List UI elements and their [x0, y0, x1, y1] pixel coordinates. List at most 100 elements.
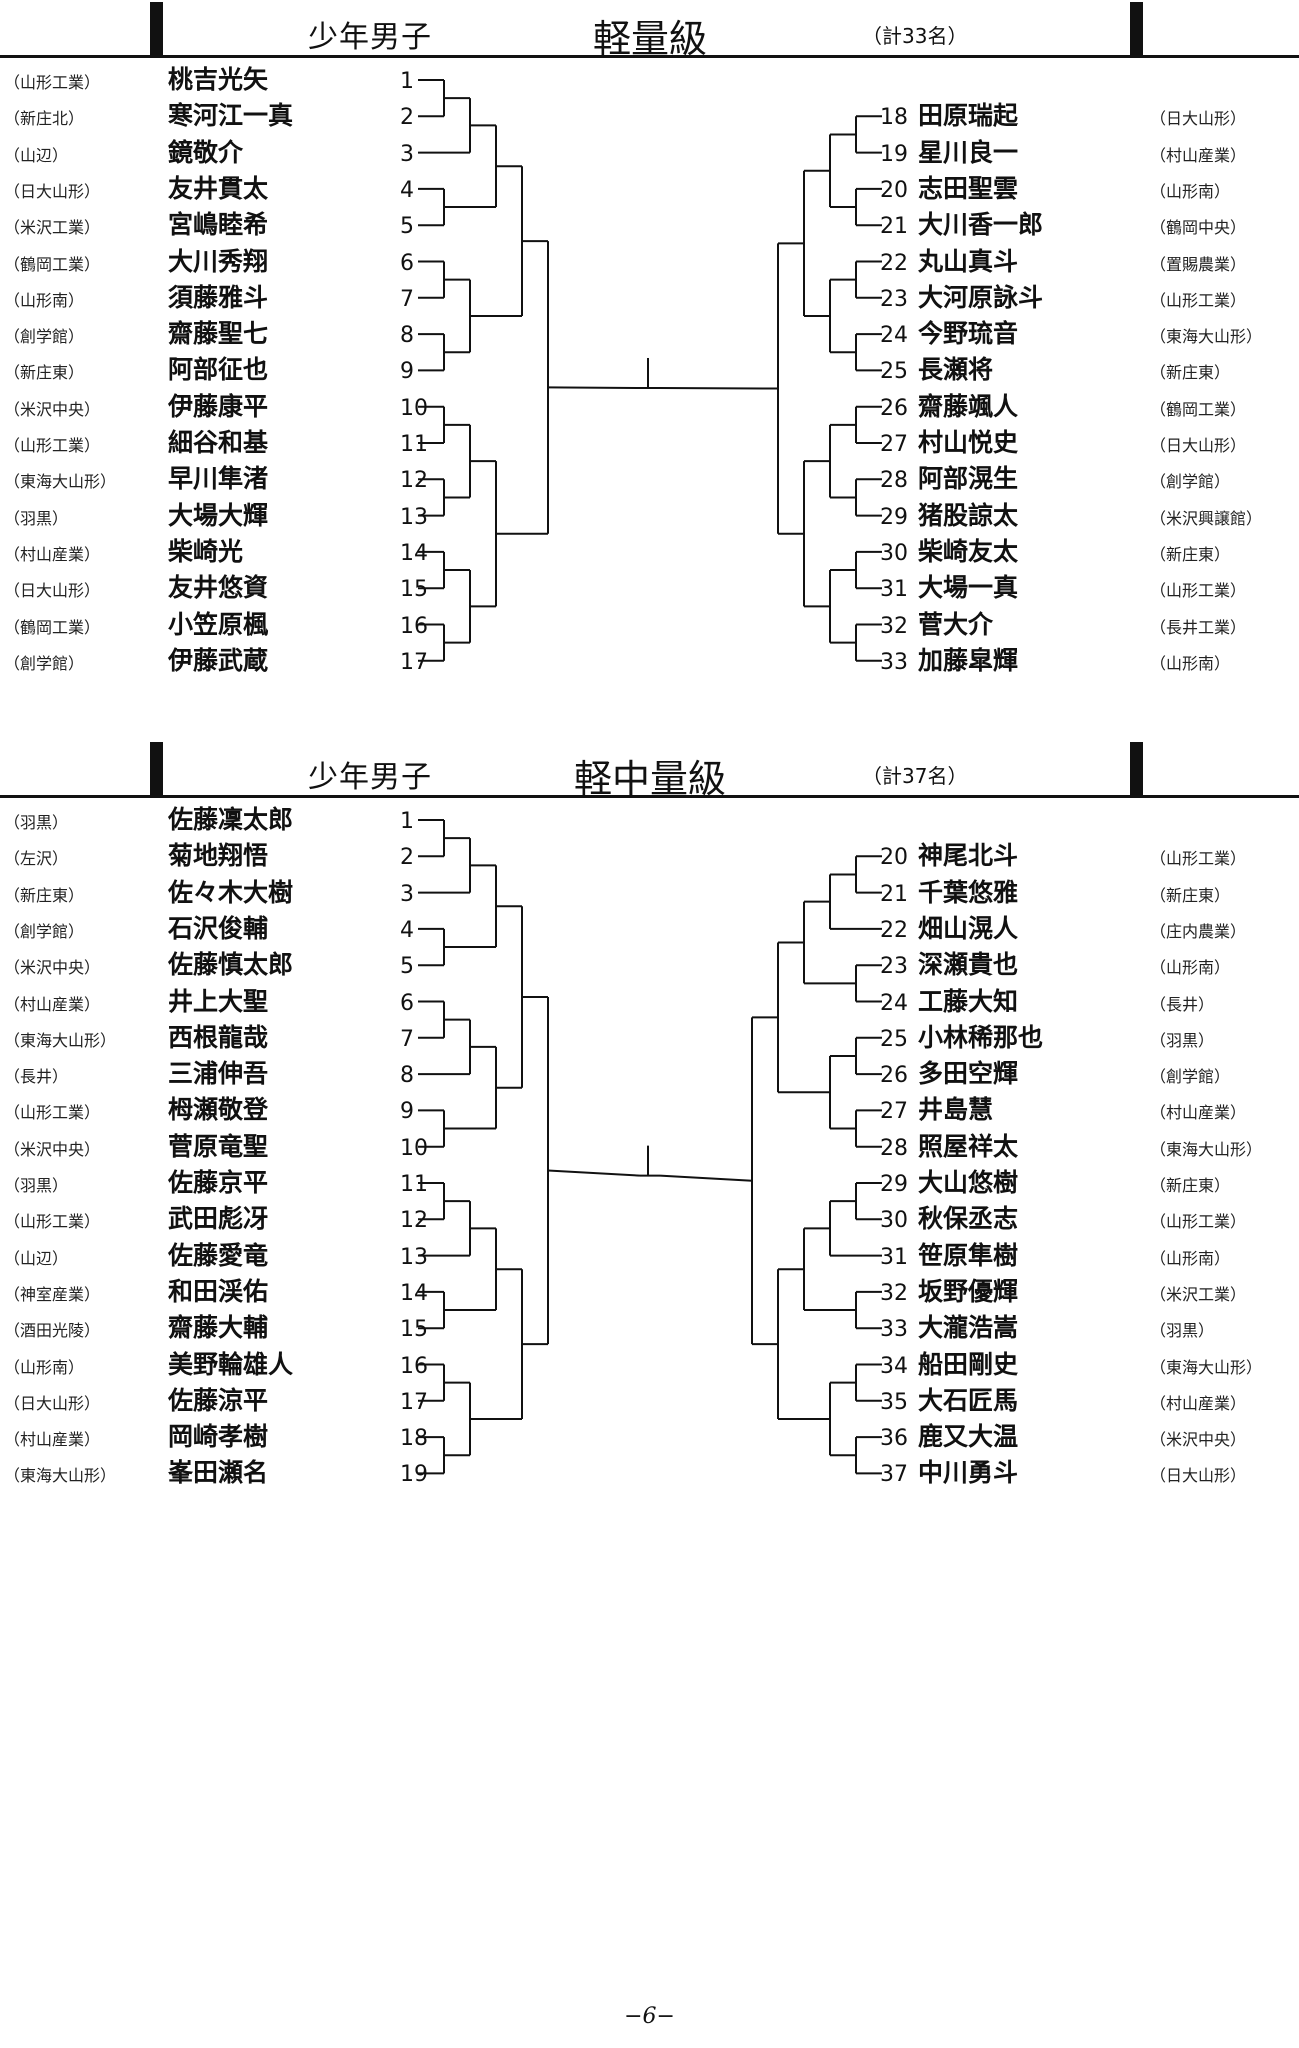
school-name: （羽黒） — [4, 813, 69, 832]
seed-number: 9 — [400, 359, 414, 385]
seed-number: 6 — [400, 990, 414, 1016]
athlete-name: 三浦伸吾 — [168, 1059, 269, 1089]
seed-number: 19 — [400, 1462, 428, 1488]
seed-number: 2 — [400, 845, 414, 871]
school-name: （東海大山形） — [1150, 1139, 1263, 1159]
seed-number: 32 — [880, 613, 908, 639]
athlete-name: 今野琉音 — [918, 319, 1019, 349]
athlete-name: 早川隼渚 — [168, 464, 269, 494]
bracket-line — [547, 1169, 641, 1177]
school-name: （長井） — [4, 1067, 69, 1087]
athlete-name: 大場一真 — [918, 573, 1019, 603]
school-name: （羽黒） — [1150, 1030, 1215, 1050]
seed-number: 13 — [400, 504, 428, 530]
seed-number: 28 — [880, 468, 908, 494]
seed-number: 3 — [400, 881, 414, 907]
category-label: 少年男子 — [308, 760, 432, 795]
seed-number: 29 — [880, 1172, 908, 1197]
seed-number: 32 — [880, 1280, 908, 1306]
school-name: （創学館） — [4, 921, 85, 941]
school-name: （山形工業） — [4, 1103, 101, 1123]
athlete-name: 秋保丞志 — [918, 1204, 1019, 1234]
athlete-name: 多田空輝 — [918, 1059, 1019, 1089]
athlete-name: 阿部滉生 — [918, 464, 1019, 494]
school-name: （山形南） — [1150, 181, 1231, 201]
athlete-name: 大川秀翔 — [168, 246, 269, 276]
seed-number: 25 — [880, 359, 908, 385]
school-name: （米沢興譲館） — [1150, 508, 1263, 528]
section-header: 少年男子 軽量級 （計33名） — [0, 0, 1299, 61]
school-name: （山形工業） — [4, 1212, 101, 1232]
seed-number: 22 — [880, 917, 908, 943]
seed-number: 24 — [880, 990, 908, 1016]
school-name: （山形南） — [1150, 958, 1231, 978]
seed-number: 14 — [400, 1280, 428, 1306]
seed-number: 28 — [880, 1135, 908, 1161]
athlete-name: 大川香一郎 — [918, 210, 1044, 240]
athlete-name: 照屋祥太 — [918, 1131, 1019, 1161]
bracket-line — [659, 386, 779, 390]
seed-number: 23 — [880, 286, 908, 312]
school-name: （村山産業） — [4, 1430, 101, 1450]
seed-number: 8 — [400, 323, 414, 349]
athlete-name: 井上大聖 — [168, 986, 269, 1016]
seed-number: 31 — [880, 1244, 908, 1270]
school-name: （神室産業） — [4, 1284, 101, 1304]
school-name: （米沢工業） — [4, 218, 101, 238]
school-name: （米沢中央） — [4, 399, 101, 419]
athlete-name: 齋藤大輔 — [168, 1313, 269, 1343]
athlete-name: 丸山真斗 — [918, 246, 1019, 276]
athlete-name: 菅大介 — [918, 609, 994, 639]
school-name: （日大山形） — [4, 1393, 101, 1413]
school-name: （米沢中央） — [1150, 1430, 1247, 1450]
school-name: （創学館） — [4, 327, 85, 347]
entrant-row-left: （東海大山形） 早川隼渚 12 — [4, 461, 428, 497]
school-name: （左沢） — [4, 849, 69, 869]
seed-number: 12 — [400, 468, 428, 494]
school-name: （酒田光陵） — [4, 1321, 101, 1341]
school-name: （新庄東） — [4, 885, 85, 905]
bracket-line — [659, 1174, 753, 1182]
school-name: （庄内農業） — [1150, 921, 1247, 941]
athlete-name: 笹原隼樹 — [918, 1240, 1019, 1270]
athlete-name: 星川良一 — [918, 137, 1019, 167]
school-name: （長井工業） — [1150, 617, 1247, 637]
athlete-name: 深瀬貴也 — [918, 950, 1019, 980]
school-name: （東海大山形） — [4, 472, 117, 492]
athlete-name: 長瀬将 — [918, 355, 994, 385]
bracket-line — [547, 386, 641, 389]
athlete-name: 大場大輝 — [168, 500, 269, 530]
